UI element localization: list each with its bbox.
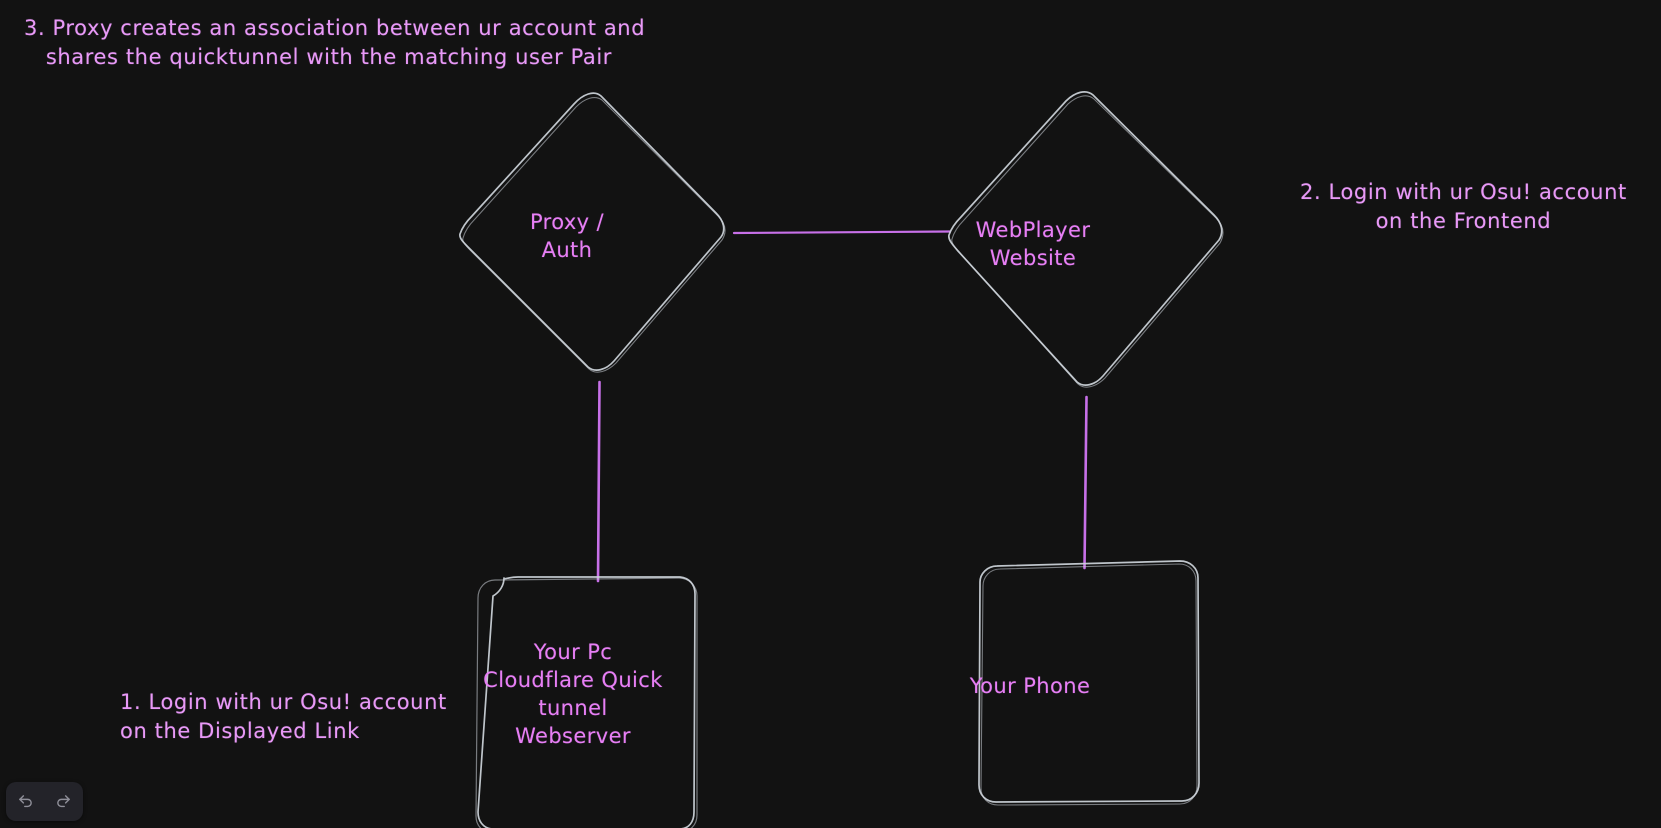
node-label-proxy-auth: Proxy / Auth [529,210,605,262]
connector-proxy-to-pc[interactable] [596,380,601,583]
node-proxy-auth[interactable] [459,92,726,373]
annotation-step-1: 1. Login with ur Osu! account on the Dis… [120,690,447,743]
undo-redo-toolbar [6,782,83,821]
annotation-step-3: 3. Proxy creates an association between … [24,16,646,69]
node-your-pc[interactable] [475,576,698,828]
annotation-step-2: 2. Login with ur Osu! account on the Fro… [1300,180,1627,233]
connector-webplayer-to-phone[interactable] [1083,395,1088,570]
undo-button[interactable] [10,787,40,817]
undo-icon [18,795,32,808]
redo-icon [57,795,71,808]
node-label-webplayer-website: WebPlayer Website [975,218,1091,270]
node-label-your-pc: Your Pc Cloudflare Quick tunnel Webserve… [483,640,663,748]
node-label-your-phone: Your Phone [969,674,1091,698]
node-your-phone[interactable] [978,560,1200,806]
connector-proxy-to-webplayer[interactable] [732,230,952,235]
node-webplayer-website[interactable] [947,91,1224,388]
redo-button[interactable] [49,787,79,817]
